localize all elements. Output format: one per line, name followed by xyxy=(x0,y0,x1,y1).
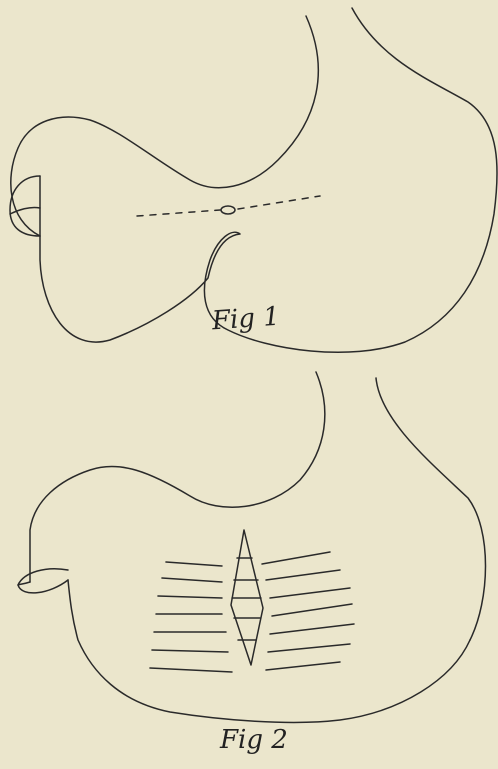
figure-1-drawing xyxy=(10,8,497,352)
fig1-esophagus-left-line xyxy=(11,16,319,236)
fig2-stitch-lines-left xyxy=(150,562,232,672)
fig2-stitch-lines-right xyxy=(262,552,354,670)
figure-2-drawing xyxy=(18,372,486,722)
figure-2-caption: Fig 2 xyxy=(220,725,288,755)
fig2-esophagus-right-line xyxy=(376,378,486,640)
fig1-outer-contour xyxy=(40,8,497,352)
figure-1-caption: Fig 1 xyxy=(211,302,281,337)
fig2-pylorus-cap xyxy=(18,569,68,593)
fig1-incision-opening xyxy=(221,206,235,214)
fig2-esophagus-left-line xyxy=(30,372,325,582)
